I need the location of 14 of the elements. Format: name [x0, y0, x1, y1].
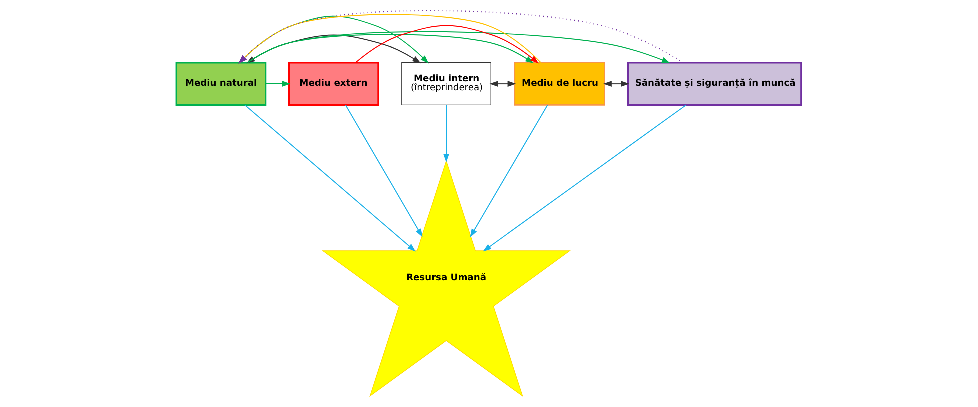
arrow	[603, 81, 630, 88]
node-box: Mediu de lucru	[514, 62, 606, 106]
node-box: Mediu extern	[288, 62, 380, 106]
node-box: Sănătate și siguranță în muncă	[627, 62, 802, 106]
node-box: Mediu natural	[176, 62, 267, 106]
arrow	[265, 81, 291, 88]
arrow	[355, 25, 539, 64]
arrow	[483, 104, 687, 252]
arrow	[470, 104, 548, 238]
arrow	[444, 104, 450, 163]
node-box: Mediu intern (întreprinderea)	[402, 62, 492, 106]
arrow	[345, 104, 423, 238]
arrow	[244, 104, 416, 252]
arrow	[490, 81, 516, 88]
